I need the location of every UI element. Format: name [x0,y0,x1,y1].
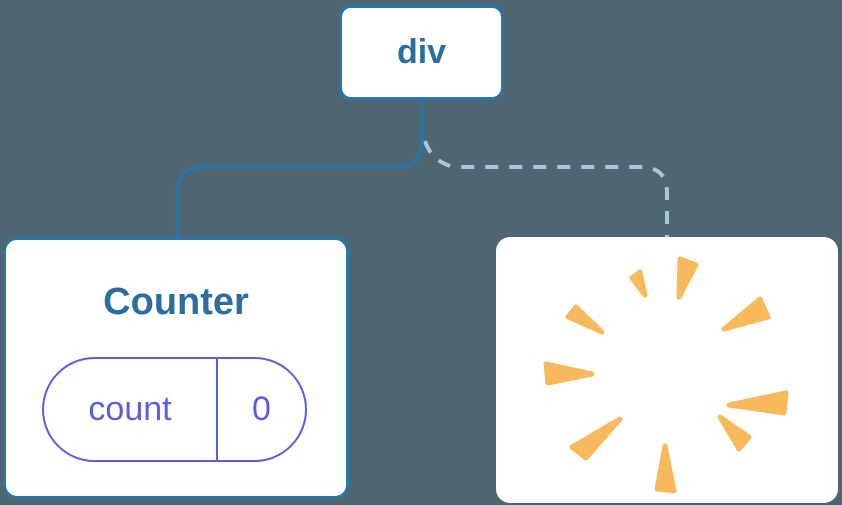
root-node-label: div [396,33,447,71]
counter-component-card: Counter count 0 [3,237,349,499]
state-badge: count 0 [42,357,307,462]
solid-edge [175,100,424,238]
tree-node-div: div [339,5,504,100]
removed-component-card [496,237,838,503]
poof-spikes [543,256,789,494]
component-title: Counter [103,281,249,323]
poof-icon [543,256,789,494]
dashed-edge [423,140,669,238]
state-value: 0 [252,390,271,428]
state-key: count [44,359,218,460]
